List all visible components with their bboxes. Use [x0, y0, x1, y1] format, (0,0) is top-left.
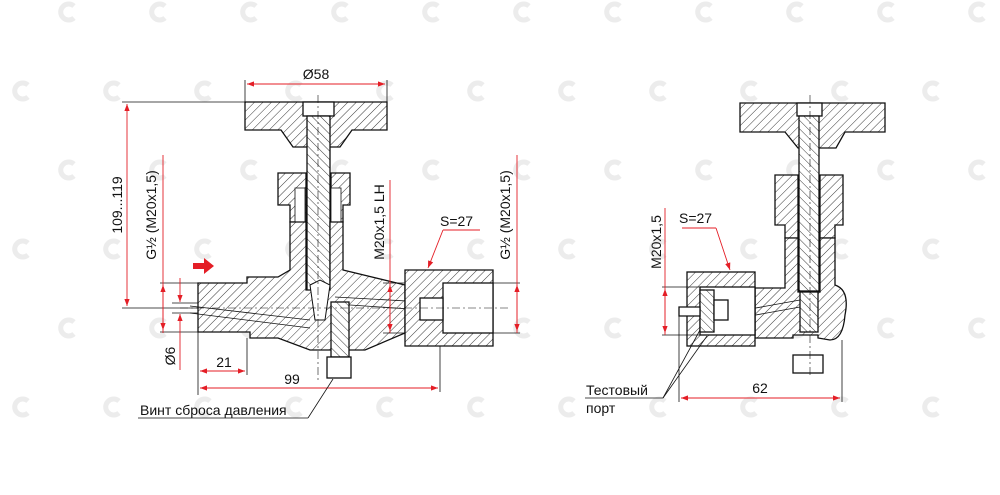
watermark-logo-icon: [922, 80, 940, 102]
watermark-logo-icon: [968, 159, 986, 181]
watermark-logo-icon: [103, 80, 121, 102]
dim-wrench-size: S=27: [679, 210, 712, 226]
watermark-logo-icon: [968, 317, 986, 339]
watermark-logo-icon: [922, 238, 940, 260]
watermark-logo-icon: [58, 317, 76, 339]
dim-outlet-thread: M20x1,5 LH: [371, 184, 387, 259]
watermark-logo-icon: [376, 238, 394, 260]
watermark-logo-icon: [740, 80, 758, 102]
watermark-logo-icon: [149, 1, 167, 23]
watermark-logo-icon: [558, 238, 576, 260]
dim-length: 62: [752, 380, 768, 396]
left-view: Ø58 109...119 G½ (M20x1,5) Ø6 21 99 M20x…: [109, 66, 520, 419]
watermark-logo-icon: [649, 396, 667, 418]
relief-screw: [326, 301, 352, 379]
watermark-logo-icon: [831, 80, 849, 102]
right-view: M20x1,5 S=27 62 Тестовый порт: [585, 95, 886, 416]
dim-total-length: 99: [284, 371, 300, 387]
watermark-logo-icon: [649, 80, 667, 102]
watermark-logo-icon: [331, 1, 349, 23]
watermark-logo-icon: [422, 1, 440, 23]
watermark-logo-icon: [467, 396, 485, 418]
dim-thread: M20x1,5: [648, 215, 664, 269]
watermark-logo-icon: [513, 317, 531, 339]
watermark-logo-icon: [740, 238, 758, 260]
watermark-logo-icon: [194, 80, 212, 102]
watermark-logo-icon: [376, 396, 394, 418]
watermark-logo-icon: [467, 80, 485, 102]
watermark-logo-icon: [12, 396, 30, 418]
callout-relief-screw: Винт сброса давления: [140, 402, 287, 418]
callout-test-port-line2: порт: [586, 400, 616, 416]
watermark-logo-icon: [103, 238, 121, 260]
watermark-logo-icon: [58, 159, 76, 181]
watermark-logo-icon: [604, 1, 622, 23]
watermark-logo-icon: [422, 159, 440, 181]
watermark-logo-icon: [558, 396, 576, 418]
dim-handwheel-diameter: Ø58: [303, 66, 330, 82]
watermark-logo-icon: [285, 80, 303, 102]
watermark-logo-icon: [968, 1, 986, 23]
watermark-logo-icon: [58, 1, 76, 23]
relief-screw: [799, 291, 819, 333]
dim-inlet-length: 21: [216, 354, 232, 370]
watermark-logo-icon: [922, 396, 940, 418]
watermark-logo-icon: [376, 80, 394, 102]
watermark-logo-icon: [12, 80, 30, 102]
dim-bore: Ø6: [162, 346, 178, 365]
watermark-logo-icon: [877, 317, 895, 339]
watermark-logo-icon: [695, 159, 713, 181]
watermark-logo-icon: [240, 159, 258, 181]
watermark-logo-icon: [604, 317, 622, 339]
watermark-logo-icon: [467, 238, 485, 260]
watermark-logo-icon: [831, 238, 849, 260]
watermark-logo-icon: [149, 159, 167, 181]
watermark-logo-icon: [513, 1, 531, 23]
relief-screw-head: [792, 354, 824, 374]
watermark-logo-icon: [240, 1, 258, 23]
watermark-logo-icon: [285, 396, 303, 418]
watermark-logo-icon: [103, 396, 121, 418]
watermark-logo-icon: [786, 1, 804, 23]
dim-inlet-thread: G½ (M20x1,5): [143, 170, 159, 259]
watermark-logo-icon: [831, 396, 849, 418]
watermark-logo-icon: [877, 159, 895, 181]
watermark-logo-icon: [194, 238, 212, 260]
stem: [798, 115, 820, 292]
watermark-logo-icon: [558, 80, 576, 102]
test-port-nut: [678, 271, 756, 347]
dim-height: 109...119: [109, 176, 125, 234]
watermark-logo-icon: [194, 396, 212, 418]
watermark-logo-icon: [12, 238, 30, 260]
watermark-logo-icon: [740, 396, 758, 418]
stem: [306, 115, 331, 292]
watermark-logo-icon: [877, 1, 895, 23]
dim-outlet-port: G½ (M20x1,5): [497, 170, 513, 259]
watermark-logo-icon: [604, 159, 622, 181]
bonnet-nut: [277, 172, 351, 223]
flow-arrow-icon: [193, 258, 214, 274]
dim-wrench-size: S=27: [440, 213, 473, 229]
watermark-logo-icon: [695, 1, 713, 23]
watermark-logo-icon: [513, 159, 531, 181]
callout-test-port-line1: Тестовый: [586, 382, 648, 398]
watermark-logo-icon: [649, 238, 667, 260]
